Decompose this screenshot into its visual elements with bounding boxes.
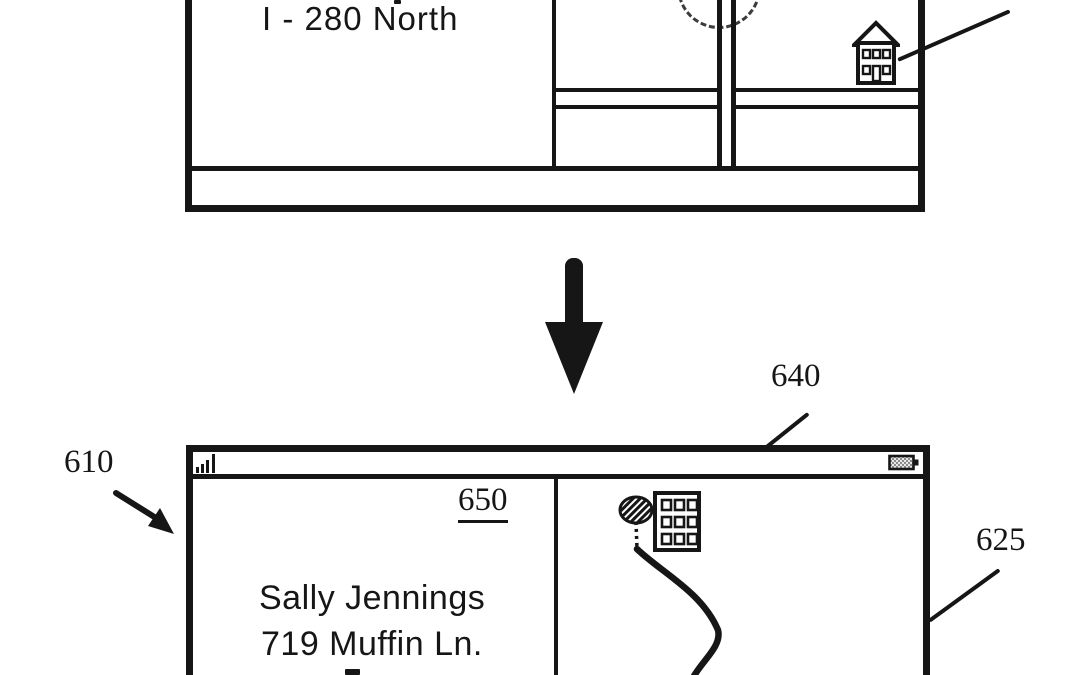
ref-610-arrow	[110, 486, 182, 540]
ref-label-625: 625	[976, 524, 1026, 557]
contact-name-text: Sally Jennings	[259, 579, 485, 618]
vertical-road-left-line	[717, 0, 722, 170]
route-path	[637, 549, 719, 675]
house-icon	[852, 20, 900, 86]
map-left-road-line	[552, 0, 556, 170]
horizontal-road-lower-left-line	[552, 105, 717, 109]
vertical-road-right-line	[731, 0, 736, 170]
nav-instruction-text: I - 280 North	[262, 0, 458, 38]
location-balloon-icon	[620, 497, 652, 523]
ref-label-650: 650	[458, 484, 508, 523]
status-bar	[193, 452, 923, 479]
balloon-stem-line	[636, 522, 637, 549]
contact-info-pane: 650 Sally Jennings 719 Muffin Ln.	[193, 479, 554, 675]
horizontal-road-lower-right-line	[736, 105, 918, 109]
horizontal-road-upper-right-line	[736, 88, 918, 92]
contact-address-text: 719 Muffin Ln.	[261, 625, 483, 664]
horizontal-road-upper-left-line	[552, 88, 717, 92]
down-arrow	[545, 256, 603, 396]
ref-label-640: 640	[771, 360, 821, 393]
signal-strength-icon	[196, 454, 222, 473]
building-icon	[655, 493, 699, 550]
cut-off-text-remnant	[345, 669, 360, 675]
pane-divider-line	[554, 479, 558, 675]
ref-625-leader-line	[928, 568, 1001, 622]
map-pane-artwork	[600, 480, 935, 675]
top-navigation-screen: I - 280 North	[185, 0, 925, 212]
bottom-strip-line	[192, 166, 918, 171]
battery-icon	[888, 454, 919, 471]
ref-label-610: 610	[64, 446, 114, 479]
